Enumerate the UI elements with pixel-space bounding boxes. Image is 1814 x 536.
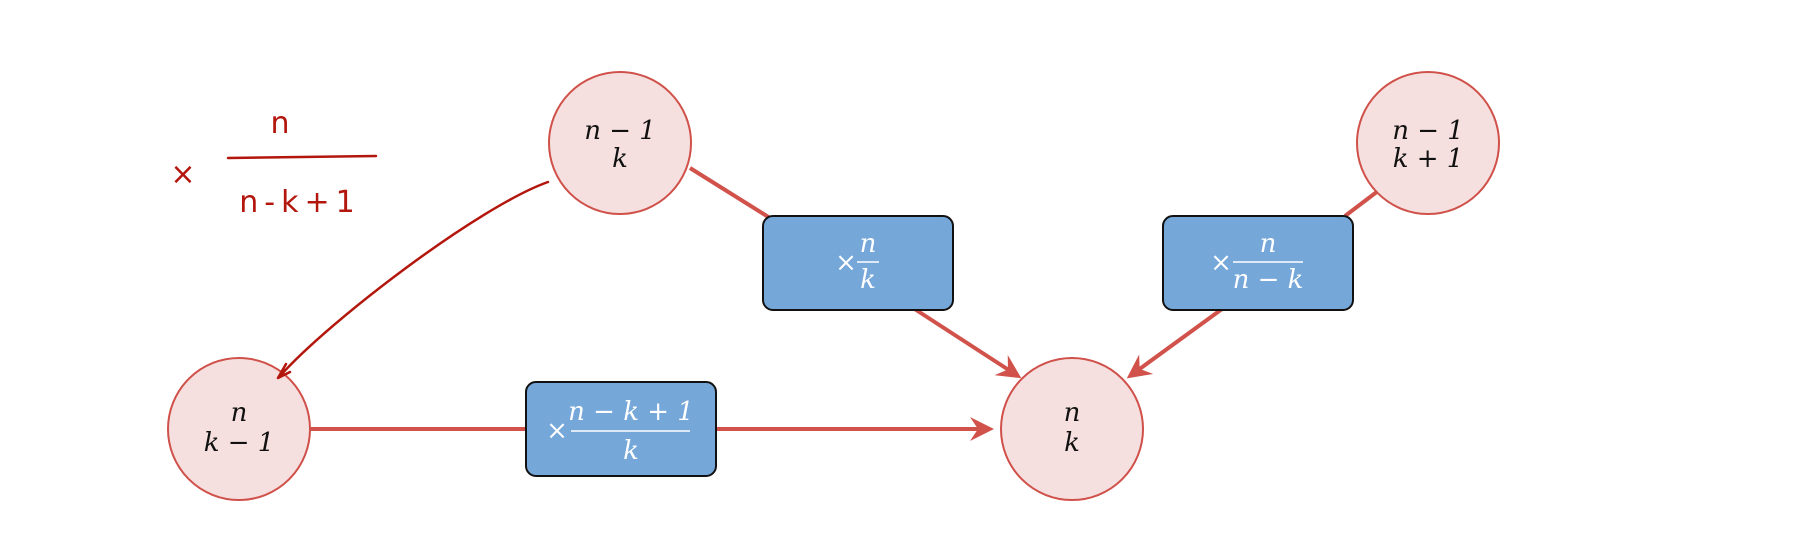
node-bottom-center: n k (1000, 357, 1144, 501)
handwritten-times: × (170, 157, 195, 192)
fraction-denominator: k (860, 265, 876, 295)
operator-box (1162, 215, 1354, 311)
times-symbol: × (835, 248, 857, 278)
edges (310, 166, 1380, 441)
node-label-line1: n (1064, 398, 1081, 428)
node-label-line2: k (612, 144, 628, 174)
edge-top-left-to-box (688, 166, 772, 220)
handwritten-curved-arrow (278, 180, 550, 378)
times-symbol: × (546, 416, 568, 446)
times-symbol: × (1210, 248, 1232, 278)
fraction-numerator: n (860, 229, 877, 259)
fraction-numerator: n (1260, 229, 1277, 259)
fraction-numerator: n − k + 1 (568, 397, 694, 427)
handwritten-fraction-bar (226, 154, 378, 160)
node-label-line2: k (1064, 428, 1080, 458)
handwritten-denominator: n-k+1 (239, 185, 360, 220)
node-bottom-left: n k − 1 (167, 357, 311, 501)
node-label-line2: k − 1 (204, 428, 275, 458)
node-label-line2: k + 1 (1393, 144, 1464, 174)
node-top-right: n − 1 k + 1 (1356, 71, 1500, 215)
operator-box-n-over-n-minus-k: × n n − k (1162, 215, 1354, 311)
node-label-line1: n − 1 (584, 116, 656, 146)
node-label-line1: n − 1 (1392, 116, 1464, 146)
operator-box-n-over-k: × n k (762, 215, 954, 311)
operator-box (525, 381, 717, 477)
edge-box-right-to-bottom-center (1126, 307, 1224, 379)
handwritten-annotation: × n n-k+1 (170, 106, 550, 380)
node-circle (1000, 357, 1144, 501)
operator-box-n-minus-k-plus-1-over-k: × n − k + 1 k (525, 381, 717, 477)
node-top-left: n − 1 k (548, 71, 692, 215)
edge-box-to-bottom-center (908, 304, 1022, 379)
node-label-line1: n (231, 398, 248, 428)
operator-box (762, 215, 954, 311)
node-circle (1356, 71, 1500, 215)
node-circle (167, 357, 311, 501)
node-circle (548, 71, 692, 215)
handwritten-numerator: n (270, 106, 289, 141)
fraction-denominator: k (623, 436, 639, 466)
edge-top-right-to-box (1343, 189, 1380, 218)
handwritten-arrowhead (276, 362, 292, 380)
fraction-denominator: n − k (1233, 265, 1304, 295)
